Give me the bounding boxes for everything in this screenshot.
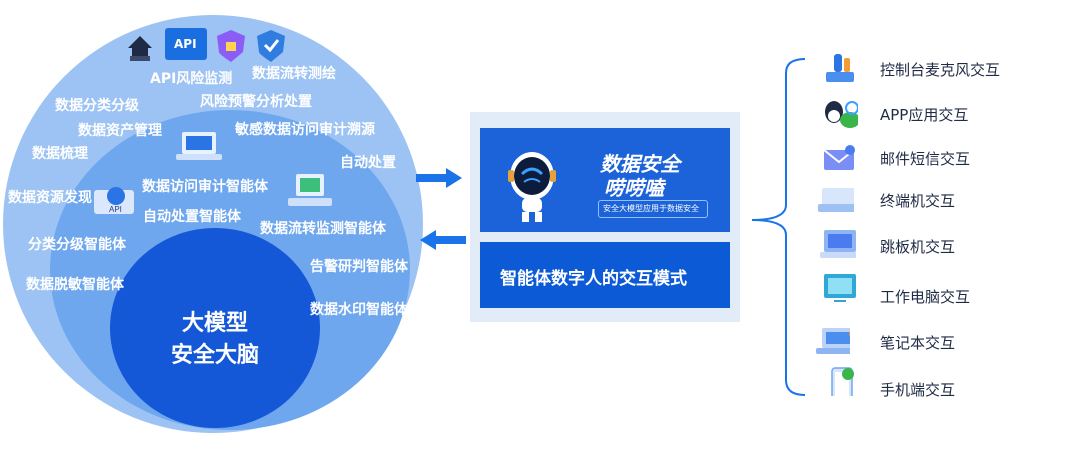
mode-title: 智能体数字人的交互模式 <box>500 269 687 289</box>
interaction-label-app: APP应用交互 <box>880 106 969 124</box>
label-risk-warning: 风险预警分析处置 <box>200 94 312 110</box>
shield-lock-icon <box>217 30 245 62</box>
interaction-label-phone: 手机端交互 <box>880 381 956 399</box>
bracket-connector <box>751 58 806 396</box>
core-circle <box>110 228 320 428</box>
label-auto-handle: 自动处置 <box>340 155 396 171</box>
api-icon: API <box>165 28 207 60</box>
interaction-label-laptop: 笔记本交互 <box>880 334 956 352</box>
data-discovery-icon: API <box>94 187 134 214</box>
banner-subtitle: 安全大模型应用于数据安全 <box>603 204 699 213</box>
microphone-icon <box>826 54 854 82</box>
label-data-sort: 数据梳理 <box>32 146 88 162</box>
label-data-discovery: 数据资源发现 <box>8 190 92 206</box>
banner-title-line1: 数据安全 <box>600 152 680 176</box>
work-pc-icon <box>824 274 856 302</box>
terminal-icon <box>818 188 854 212</box>
arrow-left-icon <box>420 230 466 250</box>
label-sensitive-audit: 敏感数据访问审计溯源 <box>235 122 375 138</box>
banner-subtitle-box: 安全大模型应用于数据安全 <box>598 200 708 218</box>
core-title-line2: 安全大脑 <box>170 343 259 368</box>
arrow-right-icon <box>416 168 462 188</box>
label-api-risk: API风险监测 <box>150 71 233 87</box>
label-data-asset: 数据资产管理 <box>78 123 162 139</box>
interaction-label-work-pc: 工作电脑交互 <box>880 288 971 306</box>
label-access-audit-agent: 数据访问审计智能体 <box>142 179 268 195</box>
mode-banner <box>480 242 730 308</box>
phone-icon <box>831 367 854 396</box>
label-desensitize-agent: 数据脱敏智能体 <box>26 277 124 293</box>
audit-laptop-icon <box>176 132 222 160</box>
label-classify-agent: 分类分级智能体 <box>28 237 126 253</box>
label-watermark-agent: 数据水印智能体 <box>310 302 408 318</box>
interaction-label-mail-sms: 邮件短信交互 <box>880 150 971 168</box>
app-chat-icon <box>825 101 858 128</box>
shield-check-icon <box>257 30 285 62</box>
core-title-line1: 大模型 <box>181 311 248 336</box>
label-data-classify: 数据分类分级 <box>55 98 139 114</box>
interaction-label-jump-server: 跳板机交互 <box>880 238 956 256</box>
hacker-icon <box>128 36 152 61</box>
label-flow-monitor-agent: 数据流转监测智能体 <box>260 221 386 237</box>
label-data-flow-map: 数据流转测绘 <box>252 66 336 82</box>
jump-server-icon <box>820 230 856 258</box>
interaction-label-terminal: 终端机交互 <box>880 192 956 210</box>
laptop-icon <box>816 328 850 354</box>
robot-mascot-icon <box>508 152 556 222</box>
interaction-label-console-mic: 控制台麦克风交互 <box>880 61 1001 79</box>
flow-monitor-icon <box>288 174 332 206</box>
mail-icon <box>823 145 855 170</box>
banner-title-line2: 唠唠嗑 <box>604 176 664 200</box>
label-alert-agent: 告警研判智能体 <box>310 259 408 275</box>
label-auto-handle-agent: 自动处置智能体 <box>143 209 241 225</box>
svg-text:API: API <box>109 205 122 214</box>
